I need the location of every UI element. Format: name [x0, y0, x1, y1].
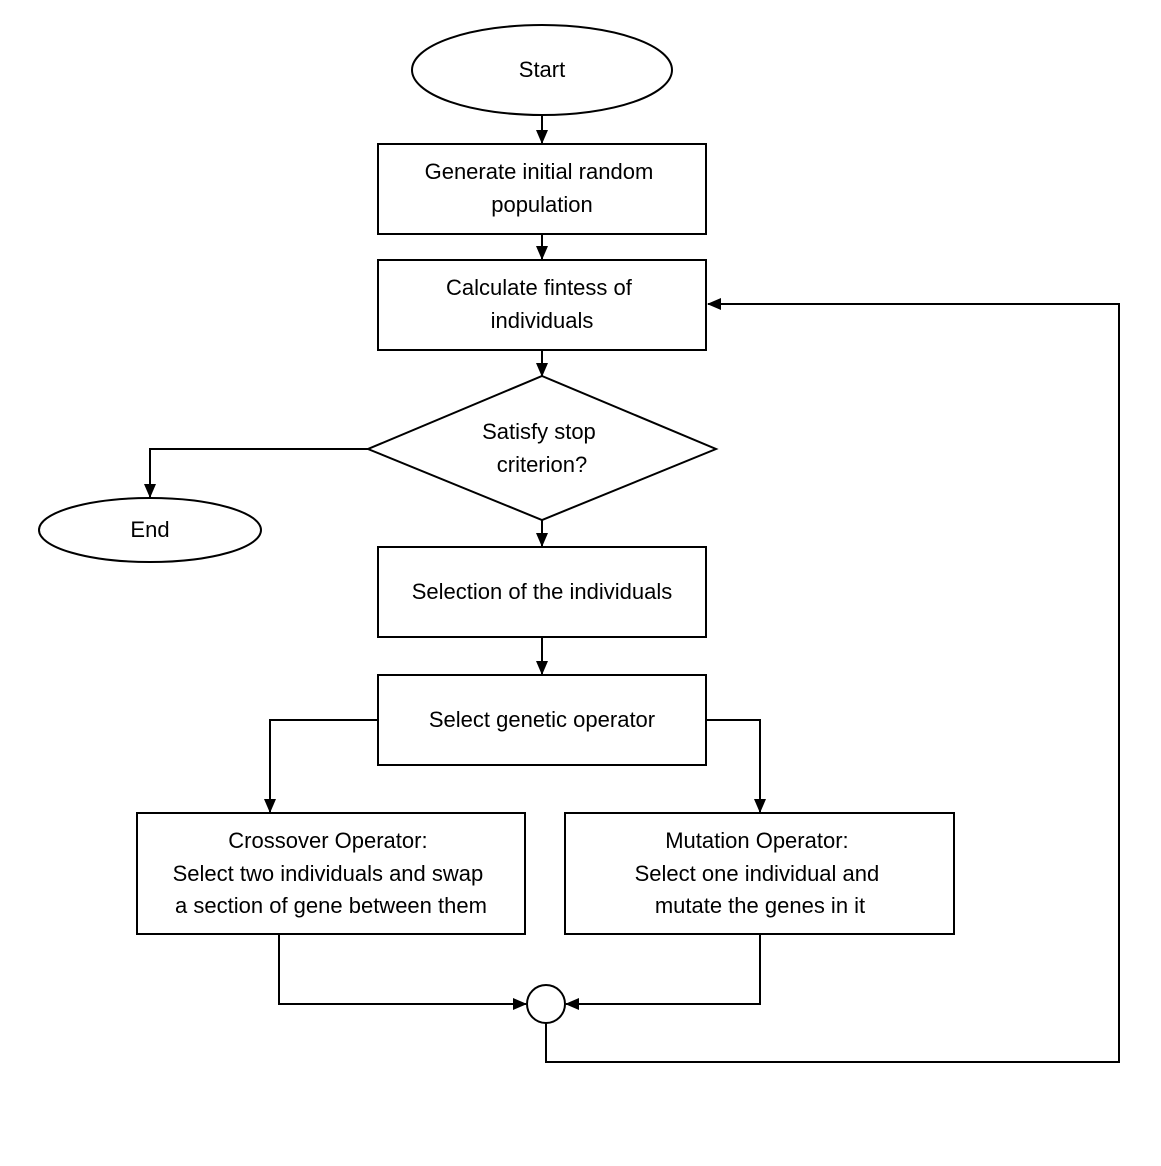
- edge-crossover-to-merge: [278, 934, 527, 1010]
- stop-criterion-decision-node: Satisfy stop criterion?: [365, 374, 719, 522]
- svg-text:Select genetic operator: Select genetic operator: [429, 707, 655, 732]
- end-node: End: [38, 497, 262, 563]
- fitness-label-line-1: Calculate fintess of: [446, 275, 633, 300]
- svg-text:Satisfy stop criterion?: Satisfy stop criterion?: [482, 419, 602, 477]
- generate-label-line-2: population: [491, 192, 593, 217]
- mutation-label-line-2: Select one individual and: [635, 861, 880, 886]
- edge-decision-to-end: [144, 448, 368, 498]
- edge-operator-to-mutation: [707, 719, 766, 813]
- selection-label: Selection of the individuals: [412, 579, 673, 604]
- decision-label-line-1: Satisfy stop: [482, 419, 596, 444]
- svg-text:Calculate fintess of ind: Calculate fintess of individuals: [446, 275, 638, 333]
- edge-operator-to-crossover: [264, 719, 378, 813]
- mutation-label-line-1: Mutation Operator:: [665, 828, 848, 853]
- svg-text:Generate initial random: Generate initial random population: [425, 159, 660, 217]
- crossover-label-line-2: Select two individuals and swap: [173, 861, 484, 886]
- svg-text:Start: Start: [519, 57, 565, 82]
- svg-text:Selection of the individuals: Selection of the individuals: [412, 579, 673, 604]
- svg-text:Crossover Operator: Sele: Crossover Operator: Select two individua…: [173, 828, 490, 918]
- crossover-label-line-1: Crossover Operator:: [228, 828, 427, 853]
- end-label: End: [130, 517, 169, 542]
- svg-text:End: End: [130, 517, 169, 542]
- generate-label-line-1: Generate initial random: [425, 159, 654, 184]
- crossover-label-line-3: a section of gene between them: [175, 893, 487, 918]
- operator-label: Select genetic operator: [429, 707, 655, 732]
- edge-merge-to-fitness-loop: [545, 298, 1120, 1063]
- calculate-fitness-node: Calculate fintess of individuals: [377, 259, 707, 351]
- selection-node: Selection of the individuals: [377, 546, 707, 638]
- mutation-operator-node: Mutation Operator: Select one individual…: [564, 812, 955, 935]
- merge-connector-node: [526, 984, 566, 1024]
- connectors: [144, 115, 1120, 1063]
- crossover-operator-node: Crossover Operator: Select two individua…: [136, 812, 526, 935]
- fitness-label-line-2: individuals: [491, 308, 594, 333]
- decision-label-line-2: criterion?: [497, 452, 587, 477]
- start-node: Start: [411, 24, 673, 116]
- start-label: Start: [519, 57, 565, 82]
- generate-population-node: Generate initial random population: [377, 143, 707, 235]
- edge-mutation-to-merge: [565, 934, 761, 1010]
- svg-text:Mutation Operator: Selec: Mutation Operator: Select one individual…: [635, 828, 886, 918]
- mutation-label-line-3: mutate the genes in it: [655, 893, 865, 918]
- select-operator-node: Select genetic operator: [377, 674, 707, 766]
